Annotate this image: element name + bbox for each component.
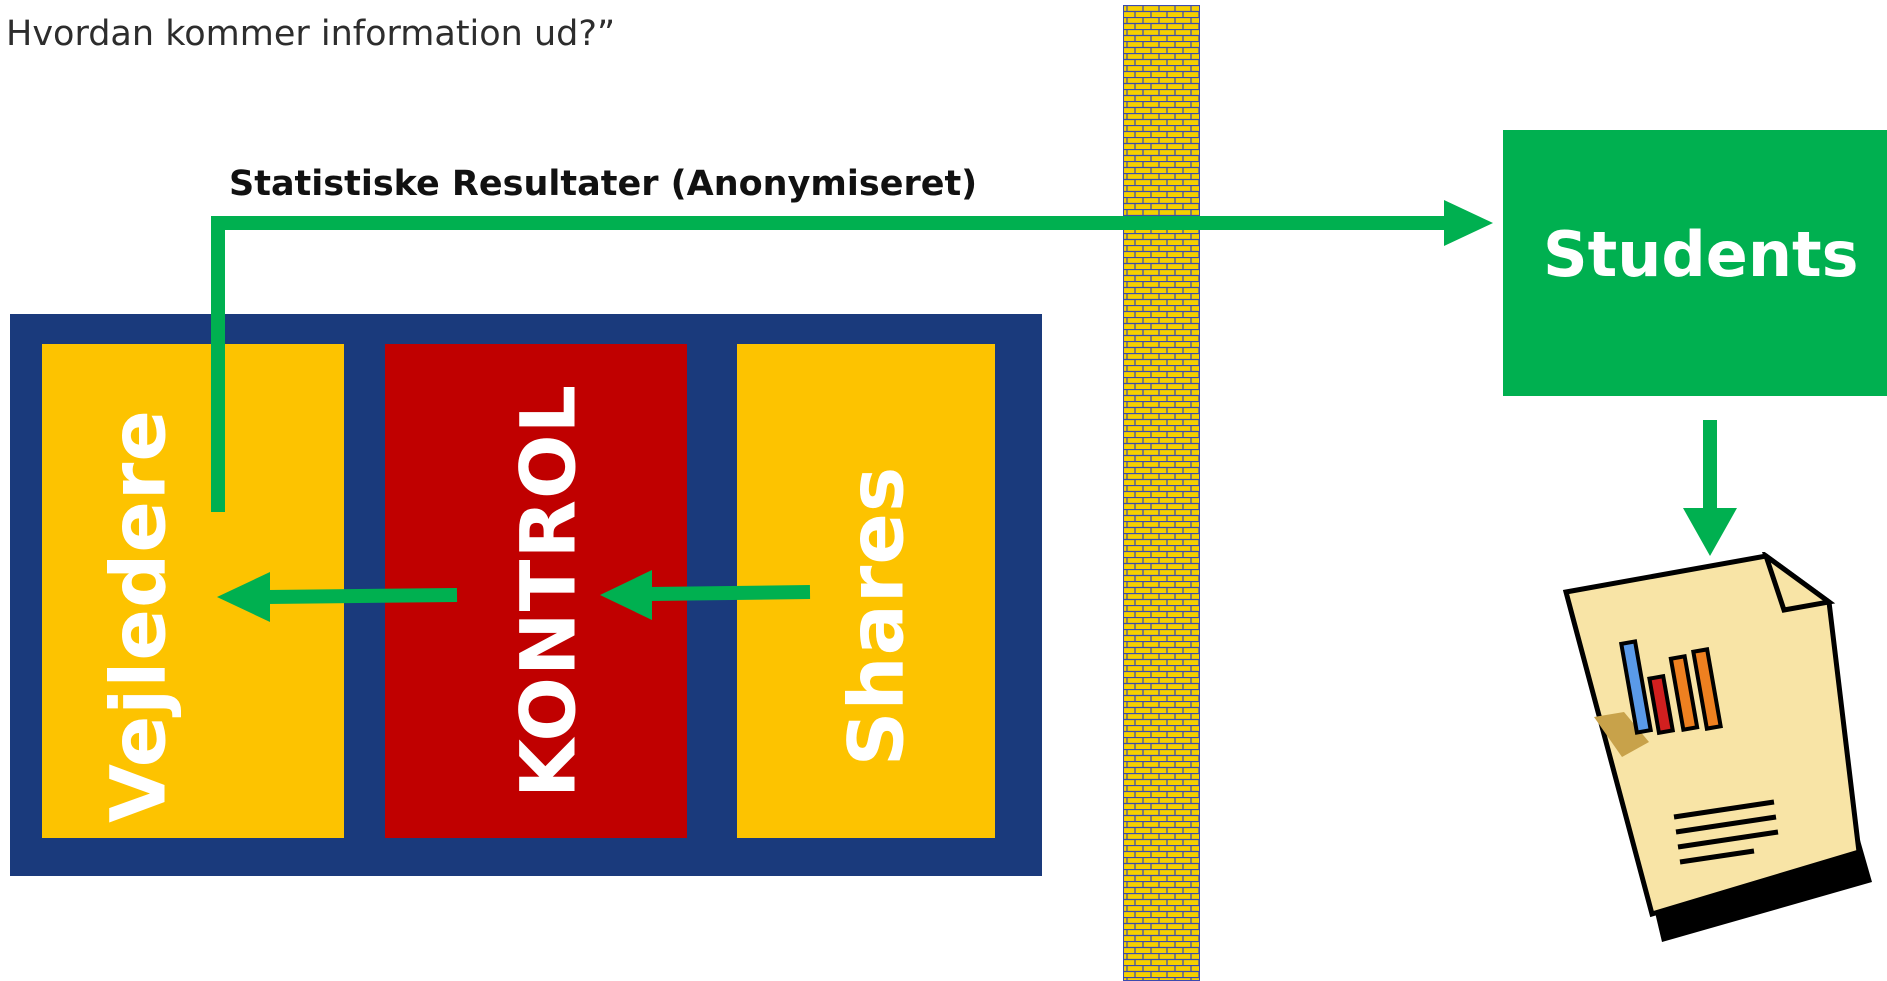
statistics-arrow-line: [211, 216, 1450, 512]
page-heading: Hvordan kommer information ud?”: [6, 14, 616, 54]
students-box: Students: [1503, 130, 1887, 396]
kontrol-to-vejledere-arrow: [267, 588, 458, 604]
statistics-arrowhead: [1444, 200, 1493, 246]
statistics-arrow-label: Statistiske Resultater (Anonymiseret): [229, 164, 978, 204]
shares-to-kontrol-arrow: [649, 585, 811, 601]
students-label: Students: [1543, 218, 1859, 291]
report-document-icon: [1562, 552, 1872, 942]
firewall-icon: [1123, 5, 1200, 981]
